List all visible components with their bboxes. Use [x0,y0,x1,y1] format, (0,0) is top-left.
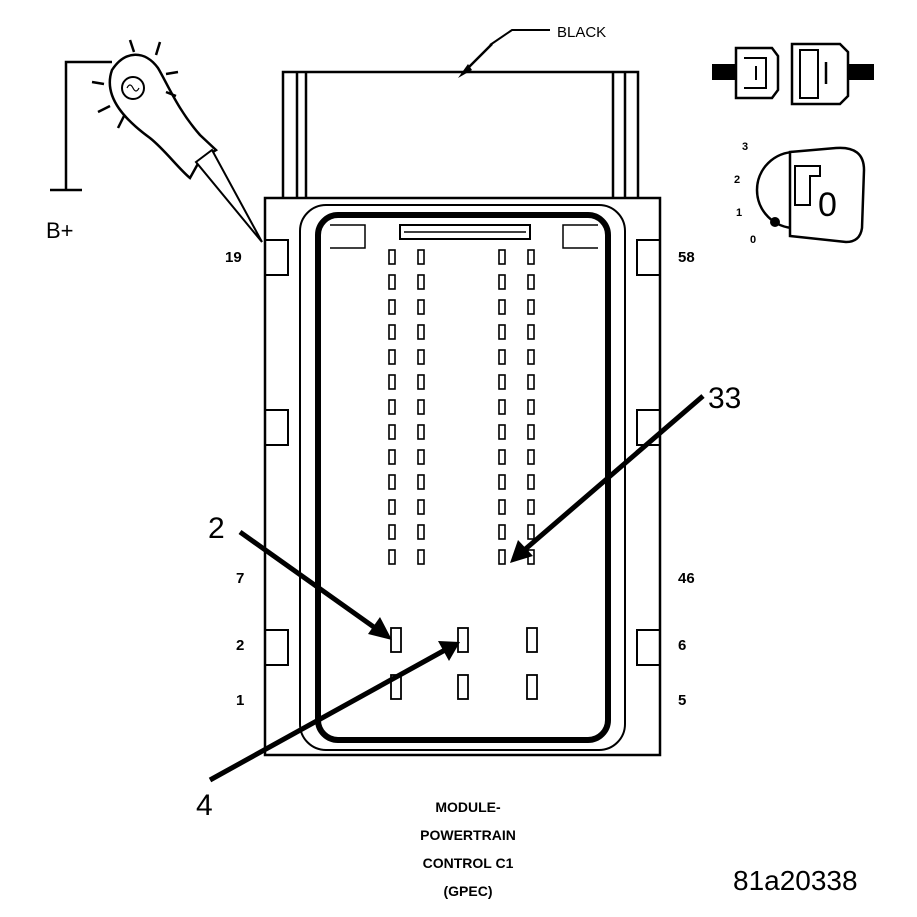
pin-cavity [417,424,425,440]
test-light-icon [50,39,263,243]
pin-cavity [498,324,506,340]
pin-cavity [388,549,396,565]
pin-cavity-large [526,627,538,653]
pin-cavities [388,249,538,700]
connector-caption-line-1: MODULE- [435,799,501,815]
wire-color-label: BLACK [557,24,606,41]
pin-cavity [417,549,425,565]
connector-caption-line-3: CONTROL C1 [423,855,514,871]
pin-label-1: 1 [236,692,244,709]
pin-cavity [417,374,425,390]
figure-id: 81a20338 [733,865,858,896]
pin-cavity [388,299,396,315]
pin-cavity [417,449,425,465]
pin-cavity [498,274,506,290]
callout-label-33: 33 [708,382,741,415]
pin-cavity [417,324,425,340]
pin-cavity [417,274,425,290]
pin-cavity [388,324,396,340]
pin-cavity [388,349,396,365]
pin-cavity [388,474,396,490]
pin-cavity [417,249,425,265]
pin-cavity [388,249,396,265]
pin-cavity [388,399,396,415]
pin-cavity-large [457,627,469,653]
pin-label-6: 6 [678,637,686,654]
callout-label-2: 2 [208,512,225,545]
connector-body [263,196,662,757]
pin-label-5: 5 [678,692,686,709]
wire-color-leader [458,29,550,78]
pin-cavity [498,524,506,540]
pin-cavity [527,349,535,365]
ignition-position-3: 3 [742,141,748,153]
pin-cavity [527,274,535,290]
pin-cavity-large [390,627,402,653]
pin-cavity [388,274,396,290]
pin-label-2: 2 [236,637,244,654]
pin-cavity-large [526,674,538,700]
ignition-position-1: 1 [736,207,742,219]
pin-cavity [417,524,425,540]
key-position-glyph: 0 [818,186,837,224]
pin-cavity [417,499,425,515]
connector-disconnected-icon [712,42,874,106]
pin-cavity-large [457,674,469,700]
pin-label-46: 46 [678,570,695,587]
pin-label-7: 7 [236,570,244,587]
pin-cavity [527,249,535,265]
power-label: B+ [46,218,74,243]
pin-cavity [527,324,535,340]
pin-cavity [498,549,506,565]
ignition-position-0: 0 [750,234,756,246]
pin-cavity [498,399,506,415]
pin-cavity [498,349,506,365]
pin-cavity [417,474,425,490]
ignition-key-icon [755,146,866,244]
pin-label-58: 58 [678,249,695,266]
pin-cavity [498,374,506,390]
pin-cavity [527,449,535,465]
pin-cavity [498,499,506,515]
callout-arrow-2 [238,529,392,640]
pin-cavity [527,524,535,540]
ignition-position-2: 2 [734,174,740,186]
pin-cavity [388,499,396,515]
pin-cavity [527,424,535,440]
pin-cavity [527,474,535,490]
connector-caption-line-2: POWERTRAIN [420,827,516,843]
pin-cavity [527,299,535,315]
pin-cavity [527,374,535,390]
pin-cavity [498,424,506,440]
pin-cavity [388,449,396,465]
pin-cavity [498,299,506,315]
pin-cavity [417,299,425,315]
pin-cavity [417,349,425,365]
pin-cavity [527,499,535,515]
pin-cavity [498,249,506,265]
connector-caption-line-4: (GPEC) [444,883,493,899]
pin-cavity [527,399,535,415]
pin-cavity [388,374,396,390]
wire-harness [281,70,640,202]
callout-arrow-4 [208,641,460,783]
pin-label-19: 19 [225,249,242,266]
pin-cavity [417,399,425,415]
pin-cavity [388,424,396,440]
pin-cavity [498,449,506,465]
callout-label-4: 4 [196,789,213,822]
callout-arrow-33 [510,394,705,563]
pin-cavity [388,524,396,540]
pin-cavity [498,474,506,490]
